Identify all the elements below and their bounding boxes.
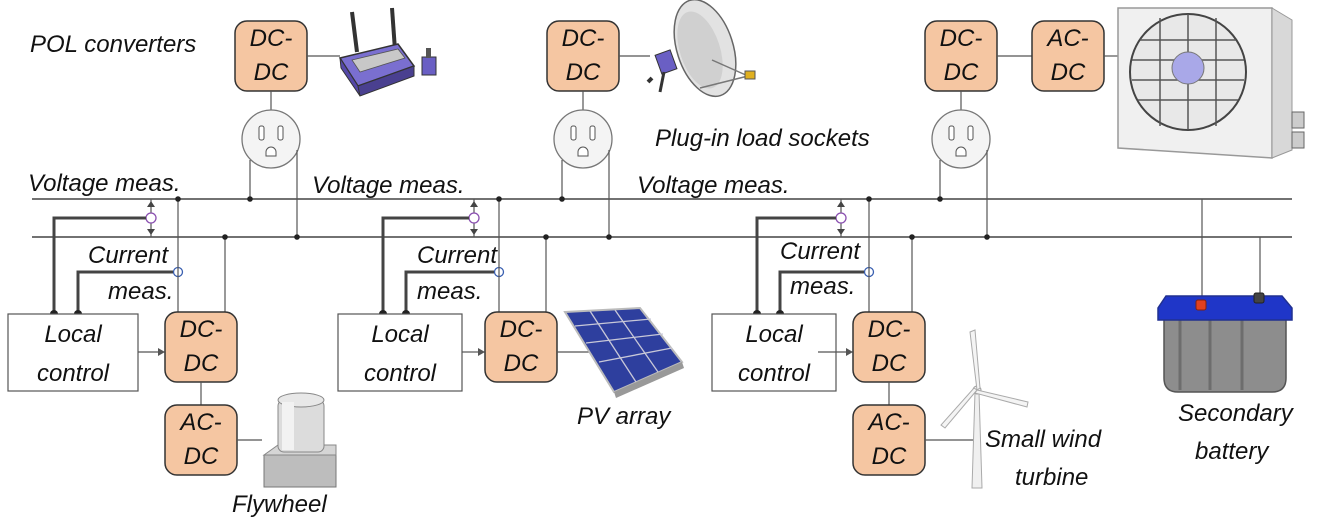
wifi-router-icon	[338, 7, 437, 97]
source-unit-wind: Local control DC- DC AC- DC Small wind t…	[711, 196, 1102, 491]
battery-unit: Secondary battery	[1157, 199, 1295, 465]
power-socket-icon	[931, 109, 991, 169]
svg-text:control: control	[364, 360, 437, 387]
secondary-label: Secondary	[1178, 400, 1295, 427]
svg-text:DC-: DC-	[940, 25, 983, 52]
svg-text:DC-: DC-	[562, 25, 605, 52]
flywheel-icon	[262, 392, 337, 488]
power-socket-icon	[553, 109, 613, 169]
svg-text:DC-: DC-	[868, 316, 911, 343]
local-control-3	[711, 313, 837, 392]
svg-text:control: control	[37, 360, 110, 387]
source-dcdc-2	[484, 311, 558, 383]
svg-text:DC: DC	[184, 443, 219, 470]
svg-text:control: control	[738, 360, 811, 387]
power-socket-icon	[241, 109, 301, 169]
svg-text:DC: DC	[566, 59, 601, 86]
turbine-label: turbine	[1015, 464, 1088, 491]
pol-converters-label: POL converters	[30, 31, 196, 58]
pv-array-label: PV array	[577, 403, 672, 430]
flywheel-label: Flywheel	[232, 491, 327, 518]
svg-text:DC: DC	[504, 350, 539, 377]
voltage-meas-label-3: Voltage meas.	[637, 172, 790, 199]
voltage-meas-label-1: Voltage meas.	[28, 170, 181, 197]
small-wind-label: Small wind	[985, 426, 1102, 453]
battery-icon	[1157, 292, 1293, 393]
svg-text:DC: DC	[872, 350, 907, 377]
svg-text:DC: DC	[1051, 59, 1086, 86]
svg-text:Local: Local	[44, 321, 102, 348]
source-unit-pv: Local control DC- DC PV array Current me…	[337, 196, 684, 430]
svg-text:Current: Current	[88, 242, 169, 269]
svg-text:DC: DC	[254, 59, 289, 86]
voltage-meas-label-2: Voltage meas.	[312, 172, 465, 199]
wind-turbine-icon	[940, 329, 1029, 489]
ac-outdoor-unit-icon	[1117, 7, 1305, 159]
svg-text:Local: Local	[745, 321, 803, 348]
svg-text:AC-: AC-	[866, 409, 909, 436]
solar-panel-icon	[563, 306, 684, 398]
svg-text:DC: DC	[184, 350, 219, 377]
satellite-dish-icon	[646, 0, 756, 98]
svg-text:meas.: meas.	[417, 278, 482, 305]
svg-text:AC-: AC-	[1045, 25, 1088, 52]
local-control-2	[337, 313, 463, 392]
svg-text:Local: Local	[371, 321, 429, 348]
battery-label: battery	[1195, 438, 1270, 465]
svg-text:DC-: DC-	[500, 316, 543, 343]
pol-branch-1: DC- DC	[234, 7, 437, 240]
source-unit-flywheel: Local control DC- DC AC- DC Flywheel Cur…	[7, 196, 337, 518]
svg-text:DC: DC	[872, 443, 907, 470]
svg-text:AC-: AC-	[178, 409, 221, 436]
svg-text:Current: Current	[417, 242, 498, 269]
plugin-sockets-label: Plug-in load sockets	[655, 125, 870, 152]
svg-text:meas.: meas.	[790, 273, 855, 300]
svg-text:Current: Current	[780, 238, 861, 265]
svg-text:DC: DC	[944, 59, 979, 86]
svg-text:DC-: DC-	[180, 316, 223, 343]
svg-text:DC-: DC-	[250, 25, 293, 52]
svg-text:meas.: meas.	[108, 278, 173, 305]
local-control-1	[7, 313, 139, 392]
pol-branch-2: DC- DC	[546, 0, 756, 240]
pol-branch-3: DC- DC AC- DC	[924, 7, 1305, 240]
